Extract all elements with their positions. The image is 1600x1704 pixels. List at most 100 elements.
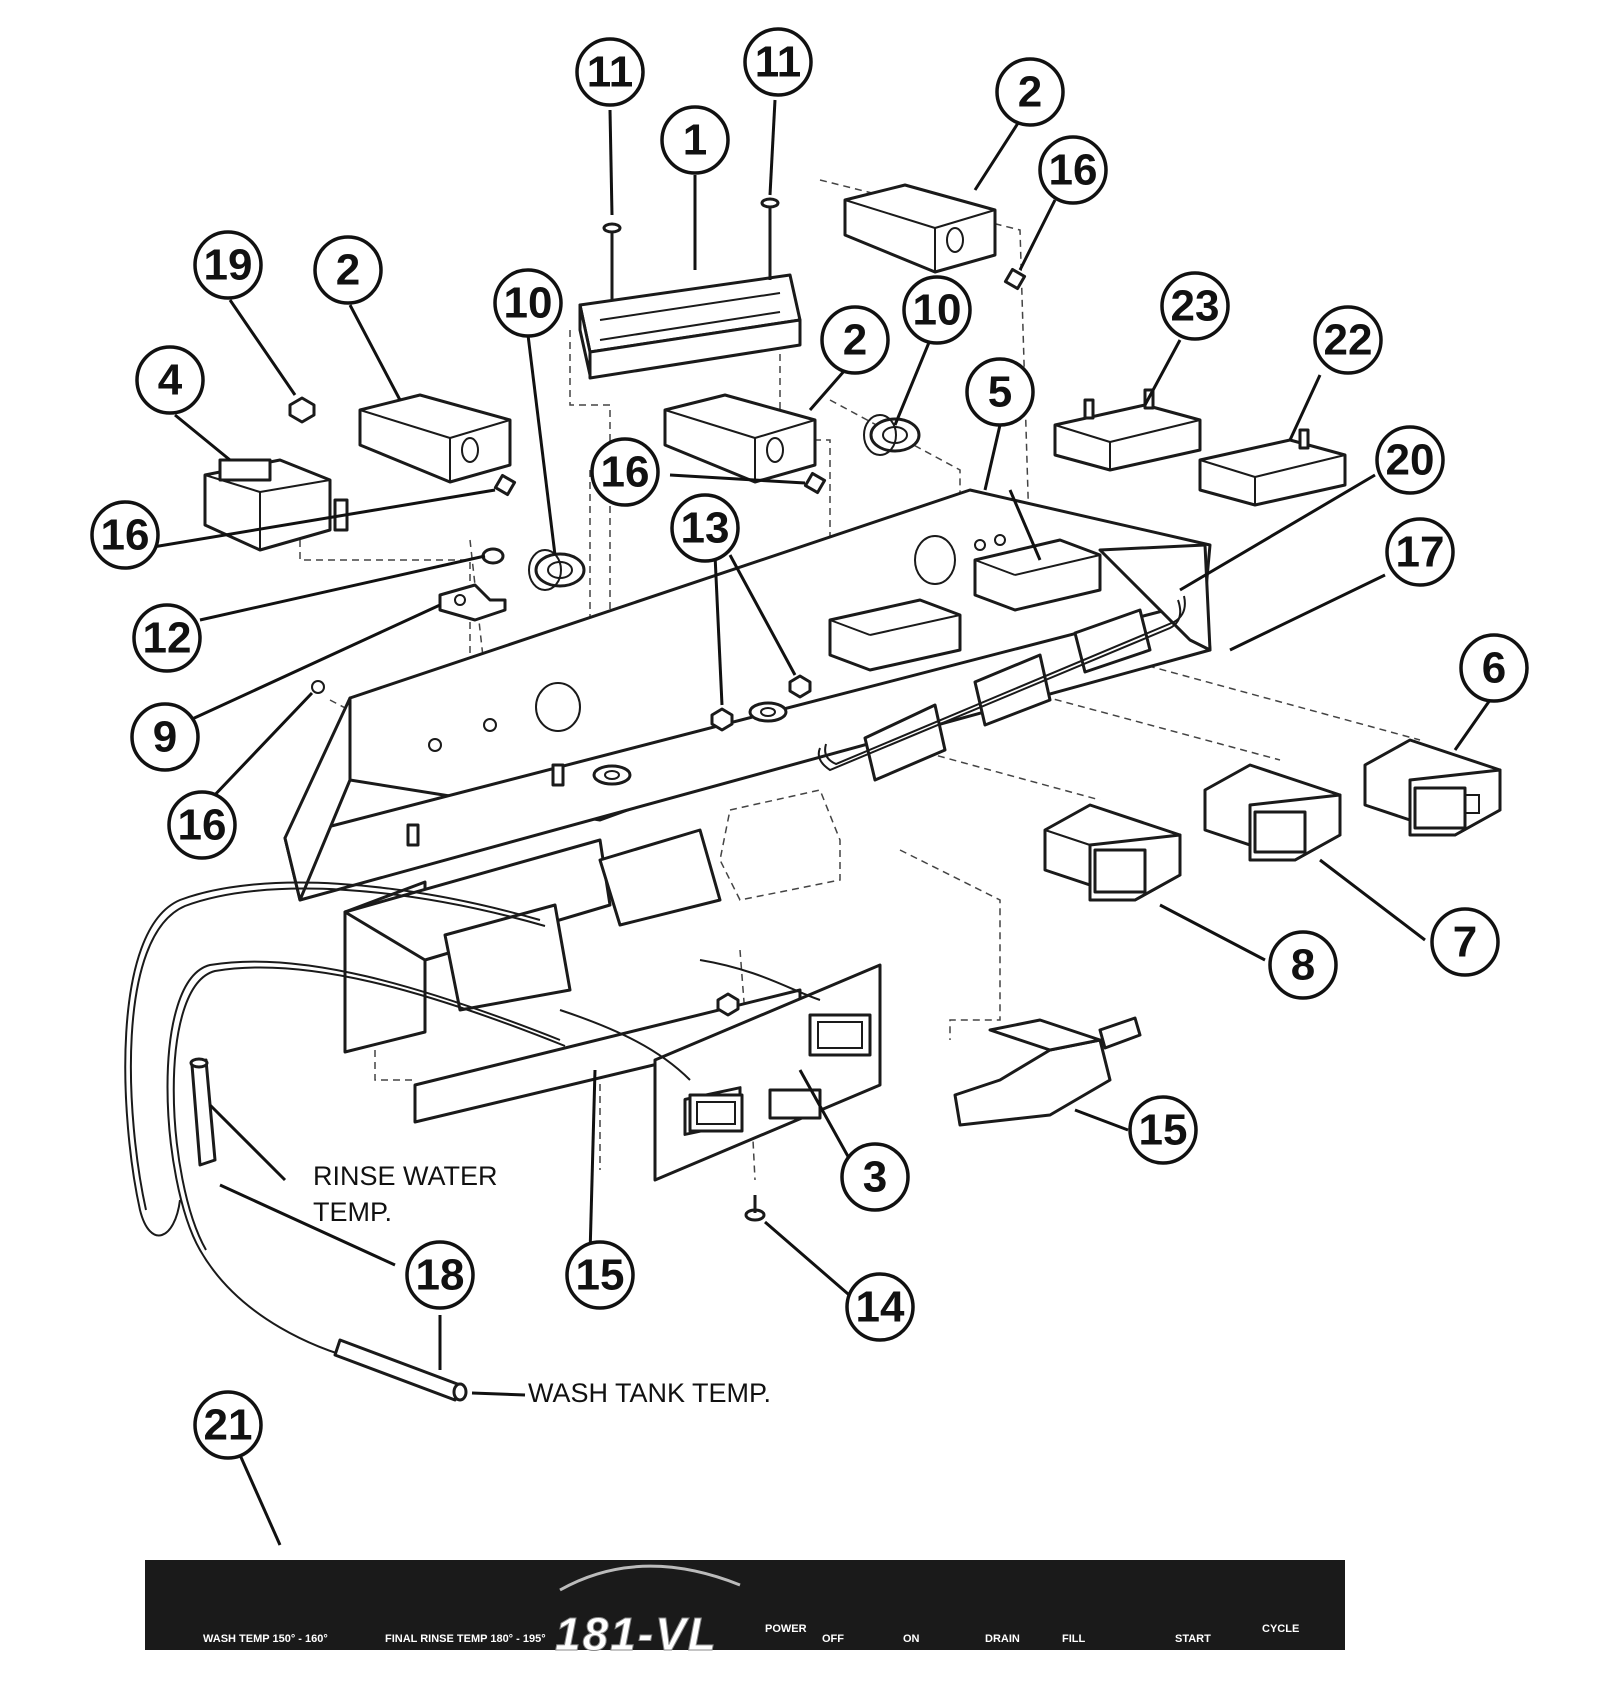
decal-drain: DRAIN <box>985 1633 1020 1645</box>
svg-text:16: 16 <box>178 801 227 850</box>
decal-logo: 181-VL <box>555 1608 718 1660</box>
svg-text:6: 6 <box>1482 644 1506 693</box>
decal-cycle: CYCLE <box>1262 1623 1299 1635</box>
callout-11-right: 11 <box>743 27 813 97</box>
decal-start: START <box>1175 1633 1211 1645</box>
svg-text:11: 11 <box>755 38 802 87</box>
callout-15-right: 15 <box>1128 1095 1198 1165</box>
transformer <box>203 458 349 552</box>
lower-front-panel <box>343 828 802 1124</box>
temperature-probes <box>124 881 566 1402</box>
svg-text:16: 16 <box>1049 146 1098 195</box>
svg-text:13: 13 <box>681 504 730 553</box>
rinse-water-temp-label: RINSE WATER <box>313 1161 498 1191</box>
callout-1: 1 <box>660 105 730 175</box>
callout-8: 8 <box>1268 930 1338 1000</box>
callout-22: 22 <box>1313 305 1383 375</box>
svg-text:2: 2 <box>336 246 360 295</box>
callout-10-left: 10 <box>493 268 563 338</box>
svg-text:10: 10 <box>504 279 553 328</box>
svg-text:16: 16 <box>601 448 650 497</box>
svg-text:21: 21 <box>204 1401 253 1450</box>
rocker-switch-8 <box>1043 803 1182 902</box>
callout-12: 12 <box>132 603 202 673</box>
svg-text:9: 9 <box>153 713 177 762</box>
control-panel-decal: 181-VL WASH TEMP 150° - 160° FINAL RINSE… <box>145 1560 1345 1661</box>
svg-text:10: 10 <box>913 286 962 335</box>
callout-9: 9 <box>130 702 200 772</box>
svg-text:4: 4 <box>158 356 183 405</box>
cable-clamp-15 <box>953 1016 1142 1127</box>
callout-6: 6 <box>1459 633 1529 703</box>
svg-text:22: 22 <box>1324 316 1373 365</box>
svg-text:18: 18 <box>416 1251 465 1300</box>
callout-20: 20 <box>1375 425 1445 495</box>
svg-text:16: 16 <box>101 511 150 560</box>
svg-text:19: 19 <box>204 241 253 290</box>
callout-14: 14 <box>845 1272 915 1342</box>
decal-background <box>145 1560 1345 1650</box>
leader-lines <box>134 99 1492 1546</box>
svg-text:15: 15 <box>1139 1106 1188 1155</box>
bushing-left <box>528 549 586 591</box>
svg-text:15: 15 <box>576 1251 625 1300</box>
callout-17: 17 <box>1385 517 1455 587</box>
svg-text:2: 2 <box>1018 68 1042 117</box>
module-on-panel-right <box>973 538 1102 612</box>
svg-text:23: 23 <box>1171 282 1220 331</box>
decal-logo-swoosh <box>559 1564 741 1592</box>
callout-10-right: 10 <box>902 275 972 345</box>
callout-19: 19 <box>193 230 263 300</box>
terminal-block <box>578 197 802 380</box>
relay-right <box>843 183 997 274</box>
callout-11-left: 11 <box>575 37 645 107</box>
svg-text:12: 12 <box>143 614 192 663</box>
svg-text:5: 5 <box>988 368 1012 417</box>
callout-2-center: 2 <box>820 305 890 375</box>
svg-text:14: 14 <box>856 1283 905 1332</box>
callout-13: 13 <box>670 493 740 563</box>
callout-4: 4 <box>135 345 205 415</box>
callout-21: 21 <box>193 1390 263 1460</box>
callout-3: 3 <box>840 1142 910 1212</box>
display-board <box>559 959 882 1182</box>
small-hardware <box>288 267 1027 1222</box>
decal-wash-temp: WASH TEMP 150° - 160° <box>203 1633 328 1645</box>
callout-16-lower-left: 16 <box>167 790 237 860</box>
callout-16-top-right: 16 <box>1038 135 1108 205</box>
decal-on: ON <box>903 1633 920 1645</box>
svg-text:17: 17 <box>1396 528 1445 577</box>
callout-2-left: 2 <box>313 235 383 305</box>
callout-18: 18 <box>405 1240 475 1310</box>
bushing-right <box>863 414 921 456</box>
decal-power: POWER <box>765 1623 807 1635</box>
svg-text:3: 3 <box>863 1153 887 1202</box>
callout-15-center: 15 <box>565 1240 635 1310</box>
rinse-water-temp-label-line2: TEMP. <box>313 1197 392 1227</box>
svg-text:1: 1 <box>683 116 707 165</box>
callout-23: 23 <box>1160 271 1230 341</box>
svg-text:7: 7 <box>1453 918 1477 967</box>
callout-16-left: 16 <box>90 500 160 570</box>
rocker-switch-6 <box>1363 738 1502 837</box>
callout-2-top-right: 2 <box>995 57 1065 127</box>
callout-5: 5 <box>965 357 1035 427</box>
callout-7: 7 <box>1430 907 1500 977</box>
svg-text:8: 8 <box>1291 941 1315 990</box>
decal-off: OFF <box>822 1633 844 1645</box>
decal-final-rinse-temp: FINAL RINSE TEMP 180° - 195° <box>385 1633 546 1645</box>
module-23 <box>1053 388 1202 472</box>
wash-tank-temp-label: WASH TANK TEMP. <box>528 1378 771 1408</box>
module-on-panel-left <box>828 598 962 672</box>
svg-text:11: 11 <box>587 48 634 97</box>
callout-16-center: 16 <box>590 437 660 507</box>
relay-left <box>358 393 512 484</box>
decal-fill: FILL <box>1062 1633 1085 1645</box>
module-22 <box>1198 428 1347 507</box>
svg-text:20: 20 <box>1386 436 1435 485</box>
svg-text:2: 2 <box>843 316 867 365</box>
rocker-switch-7 <box>1203 763 1342 862</box>
relay-center <box>663 393 817 484</box>
